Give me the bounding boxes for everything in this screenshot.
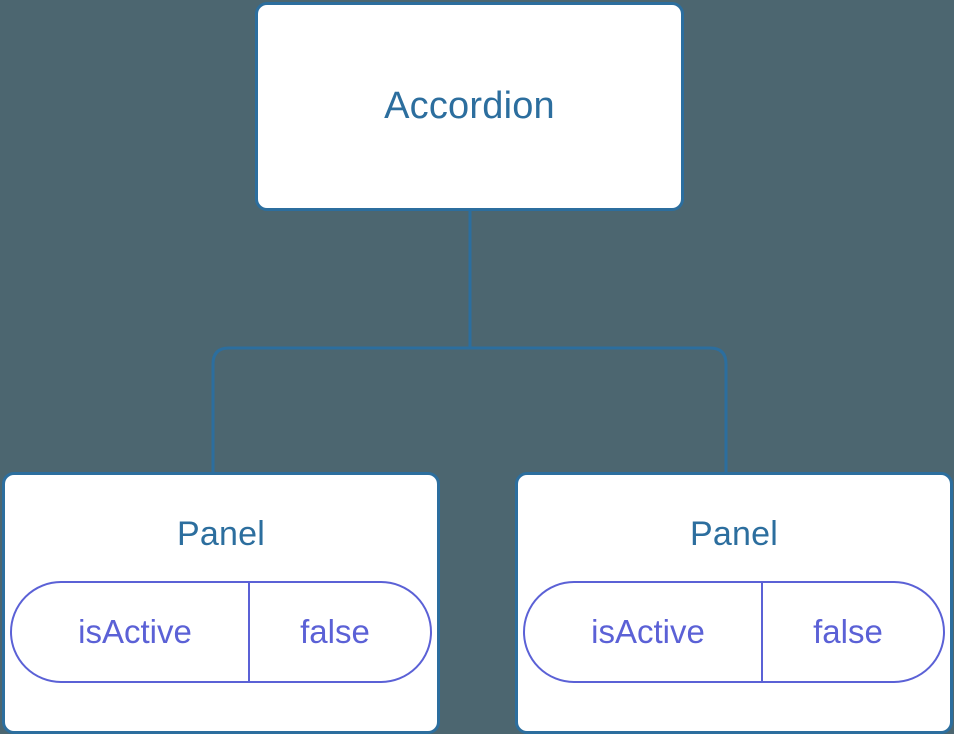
prop-badge[interactable]: isActive false bbox=[523, 580, 945, 683]
node-panel-1[interactable]: Panel isActive false bbox=[2, 472, 440, 734]
prop-value: false bbox=[761, 582, 943, 681]
prop-key: isActive bbox=[591, 613, 705, 651]
node-title: Accordion bbox=[384, 84, 555, 127]
node-panel-2[interactable]: Panel isActive false bbox=[515, 472, 953, 734]
prop-badge[interactable]: isActive false bbox=[10, 580, 432, 683]
prop-key: isActive bbox=[78, 613, 192, 651]
node-accordion[interactable]: Accordion bbox=[255, 2, 684, 211]
node-title: Panel bbox=[177, 515, 265, 553]
edge-bus-to-panel-1 bbox=[211, 346, 470, 476]
prop-value: false bbox=[248, 582, 430, 681]
node-title: Panel bbox=[690, 515, 778, 553]
edge-bus-to-panel-2 bbox=[470, 346, 728, 476]
